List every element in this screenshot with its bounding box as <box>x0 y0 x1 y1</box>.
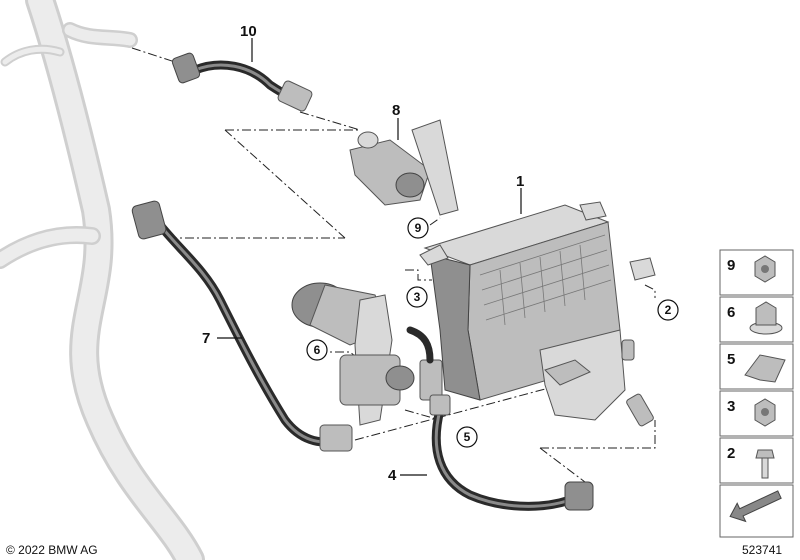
hose-4 <box>429 394 594 511</box>
svg-text:6: 6 <box>314 343 321 357</box>
hose-10 <box>171 52 313 112</box>
svg-text:6: 6 <box>727 304 735 321</box>
legend-item-9: 9 <box>719 249 794 296</box>
pump-6 <box>291 282 443 426</box>
filler-pipe <box>0 0 205 560</box>
legend-item-2: 2 <box>719 437 794 484</box>
hose-7 <box>131 200 353 452</box>
svg-text:5: 5 <box>464 430 471 444</box>
legend-item-5: 5 <box>719 343 794 390</box>
valve-8 <box>349 119 459 216</box>
svg-text:5: 5 <box>727 351 735 368</box>
legend-item-6: 6 <box>719 296 794 343</box>
callout-4: 4 <box>388 467 397 484</box>
circled-callout-3: 3 <box>406 286 428 308</box>
svg-text:2: 2 <box>727 445 735 462</box>
callout-8: 8 <box>392 102 400 119</box>
legend-panel: 9 6 5 3 2 <box>719 249 794 538</box>
callout-10: 10 <box>240 23 257 40</box>
leader-lines <box>217 38 522 476</box>
circled-callout-9: 9 <box>407 217 429 239</box>
diagram-number: 523741 <box>742 543 782 557</box>
assembly-lines <box>131 47 656 483</box>
svg-text:3: 3 <box>414 290 421 304</box>
legend-item-3: 3 <box>719 390 794 437</box>
circled-callout-5: 5 <box>456 426 478 448</box>
carbon-canister-1 <box>419 201 656 427</box>
callout-7: 7 <box>202 330 210 347</box>
copyright-text: © 2022 BMW AG <box>6 543 98 557</box>
arrow-icon <box>729 490 782 523</box>
svg-text:9: 9 <box>415 221 422 235</box>
circled-callout-2: 2 <box>657 299 679 321</box>
callout-1: 1 <box>516 173 524 190</box>
svg-text:9: 9 <box>727 257 735 274</box>
svg-text:2: 2 <box>665 303 672 317</box>
circled-callout-6: 6 <box>306 339 328 361</box>
svg-text:3: 3 <box>727 398 735 415</box>
legend-arrow-box <box>719 484 794 538</box>
